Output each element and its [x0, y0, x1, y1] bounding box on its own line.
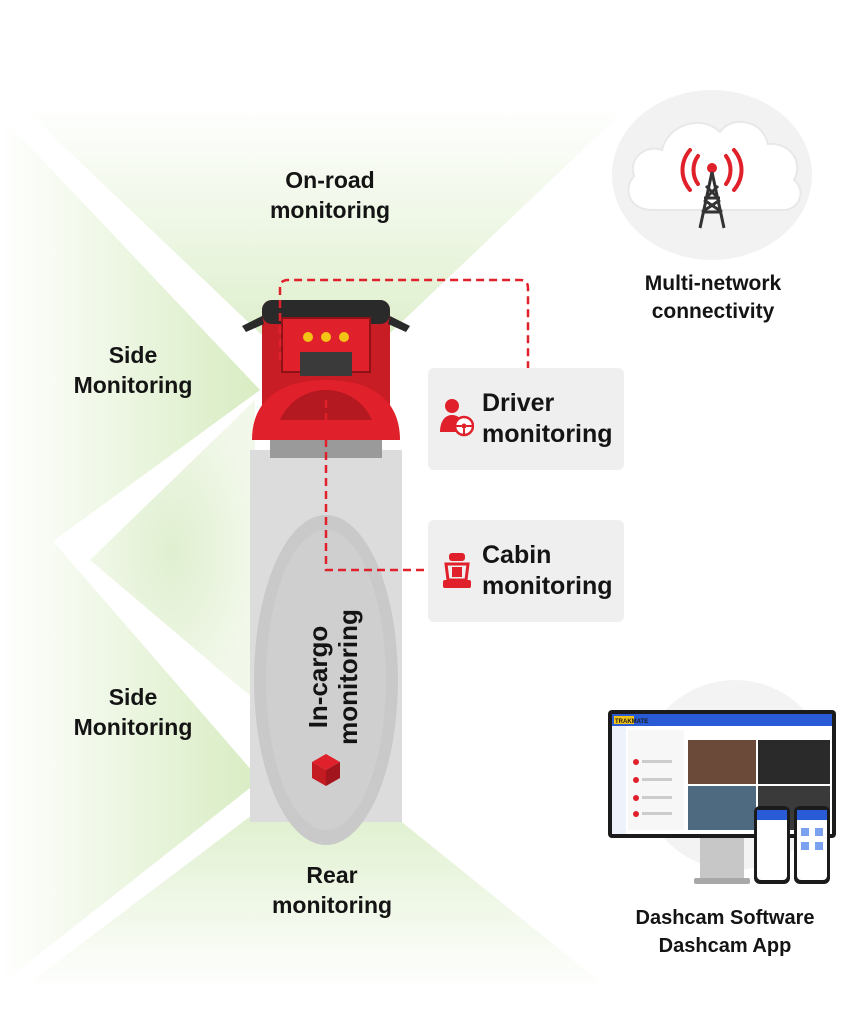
driver-card-line-2: monitoring	[482, 420, 613, 448]
camera-feed-2	[758, 740, 830, 784]
side-bottom-line-2: Monitoring	[73, 714, 193, 740]
connectivity-line-1: Multi-network	[644, 272, 782, 295]
on-road-zone	[20, 105, 630, 395]
driver-card-text: Driver monitoring	[482, 388, 613, 450]
side-top-line-2: Monitoring	[73, 372, 193, 398]
driver-connector	[278, 278, 530, 368]
side-top-label: Side Monitoring	[58, 340, 208, 400]
cabin-card-line-2: monitoring	[482, 572, 613, 600]
on-road-line-2: monitoring	[269, 197, 391, 223]
dashcam-devices: TRAKMATE	[608, 710, 836, 884]
camera-feed-3	[688, 786, 756, 830]
side-zone-bottom	[0, 480, 260, 985]
cab-window	[300, 352, 352, 376]
in-cargo-line-2: monitoring	[333, 609, 363, 745]
in-cargo-label: In-cargo monitoring	[258, 602, 408, 752]
cabin-connector	[324, 400, 428, 572]
cabin-monitoring-card: Cabin monitoring	[428, 520, 624, 622]
cab-light	[339, 332, 349, 342]
side-zone-top	[0, 115, 260, 580]
driver-monitoring-card: Driver monitoring	[428, 368, 624, 470]
cargo-area-inner	[266, 530, 386, 830]
cabin-card-line-1: Cabin	[482, 541, 552, 569]
app-sidebar	[612, 726, 626, 834]
cabin-card-text: Cabin monitoring	[482, 540, 613, 602]
on-road-line-1: On-road	[285, 167, 375, 193]
mirror-right	[388, 316, 410, 332]
side-bottom-line-1: Side	[108, 684, 158, 710]
camera-feed-1	[688, 740, 756, 784]
on-road-label: On-road monitoring	[250, 165, 410, 225]
cloud-antenna-icon	[627, 120, 802, 229]
rear-line-1: Rear	[306, 862, 358, 888]
cab-light	[303, 332, 313, 342]
rear-zone	[20, 760, 610, 990]
side-top-line-1: Side	[108, 342, 158, 368]
driver-card-line-1: Driver	[482, 389, 555, 417]
mirror-left	[242, 316, 264, 332]
dashcam-line-1: Dashcam Software	[635, 907, 815, 929]
seat-icon	[443, 553, 471, 588]
side-zone-core	[90, 400, 255, 700]
rear-label: Rear monitoring	[262, 860, 402, 920]
cargo-cube-icon	[312, 754, 340, 786]
dashcam-label: Dashcam Software Dashcam App	[600, 904, 850, 960]
rear-line-2: monitoring	[271, 892, 393, 918]
cab-light	[321, 332, 331, 342]
connectivity-line-2: connectivity	[651, 300, 775, 323]
brand-logo: TRAKMATE	[615, 719, 648, 725]
app-header-bar	[612, 714, 832, 726]
in-cargo-line-1: In-cargo	[303, 625, 333, 729]
connectivity-label: Multi-network connectivity	[600, 270, 826, 326]
driver-steering-icon	[440, 399, 474, 437]
monitor-stand	[700, 838, 744, 880]
side-bottom-label: Side Monitoring	[58, 682, 208, 742]
dashcam-line-2: Dashcam App	[658, 935, 792, 957]
